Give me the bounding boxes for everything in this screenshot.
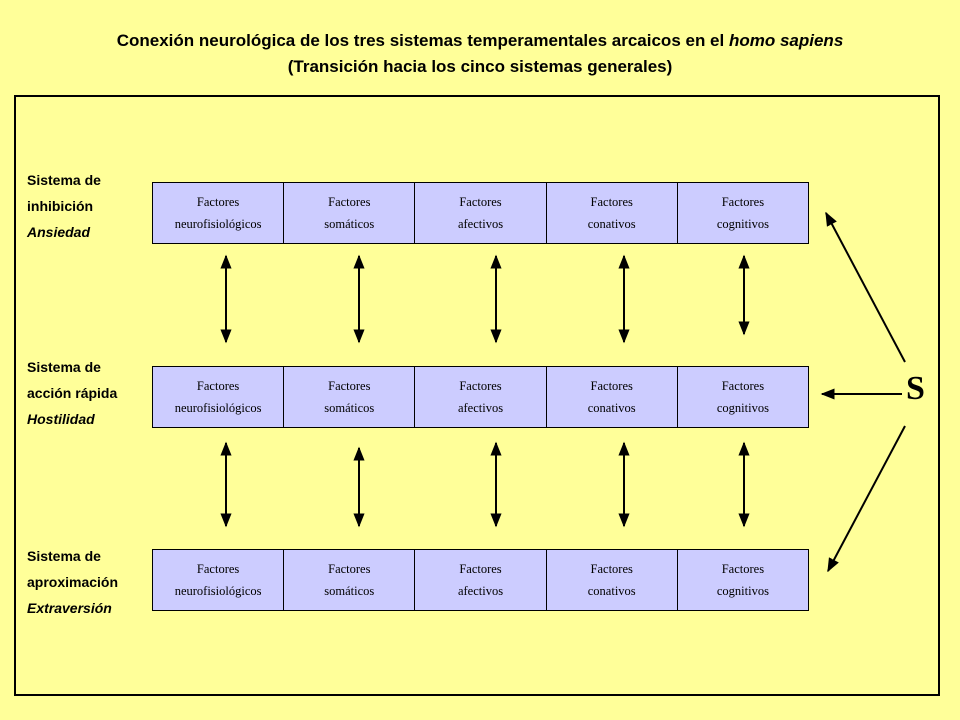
system-label-aproximacion: Sistema de aproximación Extraversión [27, 543, 118, 621]
s-label: S [906, 370, 925, 407]
factor-type: somáticos [324, 217, 375, 231]
factor-word: Factores [459, 379, 502, 393]
title-line-1-italic: homo sapiens [728, 31, 844, 50]
factor-cell: Factores neurofisiológicos [153, 183, 285, 243]
factor-type: afectivos [457, 584, 504, 598]
factor-cell: Factores cognitivos [678, 367, 808, 427]
factor-row-aproximacion: Factores neurofisiológicos Factores somáti… [152, 549, 809, 611]
factor-cell: Factores cognitivos [678, 183, 808, 243]
factor-cell: Factores afectivos [415, 550, 547, 610]
factor-word: Factores [328, 379, 371, 393]
factor-word: Factores [590, 195, 633, 209]
factor-cell: Factores conativos [547, 367, 678, 427]
factor-word: Factores [328, 562, 371, 576]
title-line-2: (Transición hacia los cinco sistemas gen… [287, 57, 673, 76]
factor-word: Factores [590, 562, 633, 576]
system-label-line: acción rápida [27, 385, 118, 401]
factor-cell: Factores somáticos [284, 367, 416, 427]
title-line-1-text: Conexión neurológica de los tres sistema… [116, 31, 729, 50]
diagram-frame [14, 95, 940, 696]
s-arrow-down [827, 425, 906, 573]
factor-word: Factores [721, 379, 765, 393]
factor-type: afectivos [457, 401, 504, 415]
factor-cell: Factores afectivos [415, 367, 547, 427]
factor-type: somáticos [324, 401, 375, 415]
factor-word: Factores [196, 195, 240, 209]
system-trait: Extraversión [27, 600, 112, 616]
system-label-accion-rapida: Sistema de acción rápida Hostilidad [27, 354, 117, 432]
system-label-line: aproximación [27, 574, 119, 590]
factor-word: Factores [196, 562, 240, 576]
system-label-line: Sistema de [27, 359, 101, 375]
factor-cell: Factores conativos [547, 183, 678, 243]
factor-type: conativos [587, 401, 636, 415]
factor-type: cognitivos [716, 401, 769, 415]
system-label-line: inhibición [27, 198, 94, 214]
factor-cell: Factores afectivos [415, 183, 547, 243]
factor-word: Factores [721, 562, 765, 576]
title-line-1: Conexión neurológica de los tres sistema… [0, 28, 960, 54]
factor-word: Factores [459, 195, 502, 209]
factor-cell: Factores somáticos [284, 550, 416, 610]
factor-cell: Factores cognitivos [678, 550, 808, 610]
system-trait: Ansiedad [27, 224, 91, 240]
system-trait: Hostilidad [27, 411, 95, 427]
factor-word: Factores [459, 562, 502, 576]
factor-cell: Factores conativos [547, 550, 678, 610]
factor-cell: Factores neurofisiológicos [153, 367, 285, 427]
factor-type: neurofisiológicos [174, 401, 262, 415]
system-label-line: Sistema de [27, 172, 101, 188]
factor-type: afectivos [457, 217, 504, 231]
s-arrow-up [825, 211, 906, 363]
factor-type: somáticos [324, 584, 375, 598]
factor-word: Factores [590, 379, 633, 393]
factor-cell: Factores somáticos [284, 183, 416, 243]
factor-row-accion-rapida: Factores neurofisiológicos Factores somáti… [152, 366, 809, 428]
factor-cell: Factores neurofisiológicos [153, 550, 285, 610]
factor-type: conativos [587, 217, 636, 231]
factor-type: cognitivos [716, 584, 769, 598]
factor-type: neurofisiológicos [174, 217, 262, 231]
system-label-line: Sistema de [27, 548, 101, 564]
factor-type: neurofisiológicos [174, 584, 262, 598]
diagram-title: Conexión neurológica de los tres sistema… [0, 28, 960, 80]
factor-type: conativos [587, 584, 636, 598]
factor-word: Factores [196, 379, 240, 393]
factor-row-inhibicion: Factores neurofisiológicos Factores somáti… [152, 182, 809, 244]
factor-word: Factores [721, 195, 765, 209]
factor-type: cognitivos [716, 217, 769, 231]
factor-word: Factores [328, 195, 371, 209]
system-label-inhibicion: Sistema de inhibición Ansiedad [27, 167, 101, 245]
